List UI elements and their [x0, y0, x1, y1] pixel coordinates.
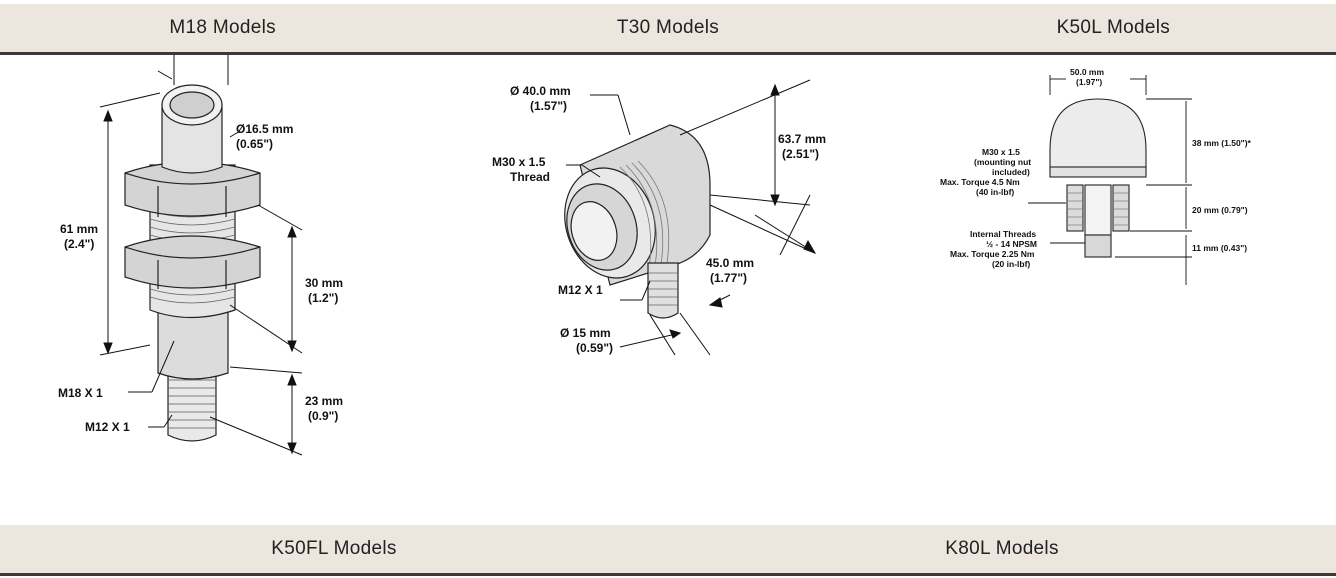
m18-dia-in: (0.65") — [236, 137, 273, 151]
k50l-m30-3: included) — [992, 167, 1030, 177]
k50l-int-4: (20 in-lbf) — [992, 259, 1030, 269]
k50l-m30-5: (40 in-lbf) — [976, 187, 1014, 197]
t30-conn-dia-in: (0.59") — [576, 341, 613, 355]
m18-thread-m18: M18 X 1 — [58, 386, 103, 400]
m18-low-mm: 23 mm — [305, 394, 343, 408]
t30-depth-mm: 45.0 mm — [706, 256, 754, 270]
header-t30-models: T30 Models — [616, 17, 720, 38]
models-header-row-top: M18 Models T30 Models K50L Models — [0, 4, 1336, 55]
t30-connector: M12 X 1 — [558, 283, 603, 297]
k50l-width-in: (1.97") — [1076, 77, 1102, 87]
k50l-int-2: ½ - 14 NPSM — [986, 239, 1037, 249]
k50l-width-mm: 50.0 mm — [1070, 67, 1104, 77]
t30-dimension-drawing: Ø 40.0 mm (1.57") M30 x 1.5 Thread 63.7 … — [470, 55, 870, 475]
m18-thread-m12: M12 X 1 — [85, 420, 130, 434]
m18-low-in: (0.9") — [308, 409, 338, 423]
m18-len-in: (2.4") — [64, 237, 94, 251]
k50l-dimension-drawing: 50.0 mm (1.97") 38 mm (1.50")* 20 mm (0.… — [930, 55, 1310, 475]
k50l-int-3: Max. Torque 2.25 Nm — [950, 249, 1035, 259]
k50l-m30-1: M30 x 1.5 — [982, 147, 1020, 157]
k50l-connector-length: 11 mm (0.43") — [1192, 243, 1247, 253]
header-k80l-models: K80L Models — [945, 538, 1059, 559]
m18-dia-mm: Ø16.5 mm — [236, 122, 293, 136]
t30-thread-label: Thread — [510, 170, 550, 184]
t30-conn-dia-mm: Ø 15 mm — [560, 326, 611, 340]
t30-height-in: (2.51") — [782, 147, 819, 161]
m18-dimension-drawing: Ø16.5 mm (0.65") 61 mm (2.4") 30 mm (1.2… — [40, 55, 420, 475]
models-header-row-bottom: K50FL Models K80L Models — [0, 525, 1336, 576]
m18-sensor-drawing: Ø16.5 mm (0.65") 61 mm (2.4") 30 mm (1.2… — [58, 55, 343, 456]
header-k50fl-models: K50FL Models — [271, 538, 397, 559]
t30-dia-mm: Ø 40.0 mm — [510, 84, 571, 98]
m18-mid-in: (1.2") — [308, 291, 338, 305]
m18-len-mm: 61 mm — [60, 222, 98, 236]
k50l-m30-2: (mounting nut — [974, 157, 1031, 167]
t30-depth-in: (1.77") — [710, 271, 747, 285]
header-m18-models: M18 Models — [169, 17, 276, 38]
k50l-light-drawing: 50.0 mm (1.97") 38 mm (1.50")* 20 mm (0.… — [940, 67, 1252, 285]
t30-sensor-drawing: Ø 40.0 mm (1.57") M30 x 1.5 Thread 63.7 … — [492, 79, 826, 356]
header-k50l-models: K50L Models — [1056, 17, 1171, 38]
k50l-dome-height: 38 mm (1.50")* — [1192, 138, 1252, 148]
k50l-m30-4: Max. Torque 4.5 Nm — [940, 177, 1020, 187]
k50l-int-1: Internal Threads — [970, 229, 1036, 239]
t30-thread-spec: M30 x 1.5 — [492, 155, 546, 169]
k50l-base-height: 20 mm (0.79") — [1192, 205, 1248, 215]
t30-height-mm: 63.7 mm — [778, 132, 826, 146]
m18-mid-mm: 30 mm — [305, 276, 343, 290]
t30-dia-in: (1.57") — [530, 99, 567, 113]
